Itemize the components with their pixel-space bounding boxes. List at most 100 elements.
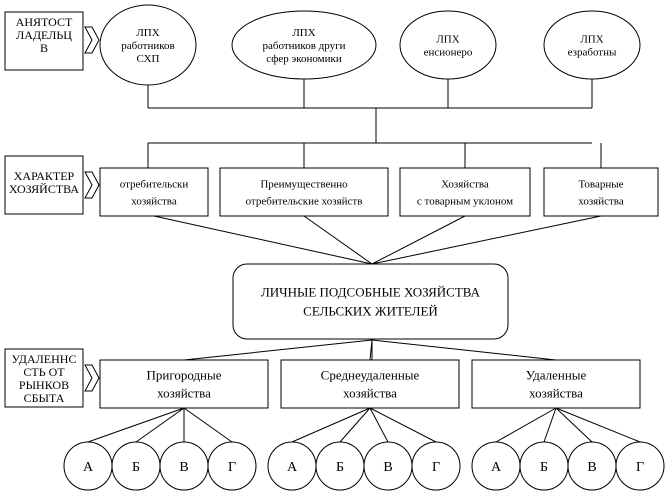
farm-type-node-1 — [219, 167, 389, 217]
leaf-letter: Г — [228, 460, 236, 475]
center-to-distance-line — [371, 339, 557, 361]
side-label-line: АНЯТОСТ — [16, 15, 73, 29]
leaf-letter: Б — [336, 460, 344, 475]
distance-label-2: Удаленные хозяйства — [526, 368, 587, 401]
node-label-line: ЛИЧНЫЕ ПОДСОБНЫЕ ХОЗЯЙСТВА — [261, 285, 481, 300]
leaf-letter: В — [587, 460, 596, 475]
node-label-line: хозяйства — [157, 386, 211, 401]
leaf-letter: Г — [636, 460, 644, 475]
type-to-center-line — [371, 215, 466, 265]
leaf-node — [615, 441, 665, 491]
node-label-line: отребительские хозяйств — [246, 195, 363, 207]
distance-node-1 — [280, 359, 460, 409]
farm-type-label-2: Хозяйства с товарным уклоном — [417, 178, 513, 207]
owner-node-3 — [543, 10, 641, 80]
chevron-right-icon — [84, 171, 100, 199]
leaf-node — [207, 441, 257, 491]
node-label-line: Хозяйства — [441, 178, 489, 190]
distance-node-0 — [99, 359, 269, 409]
leaf-letter: А — [287, 460, 298, 475]
diagram-nodes: АНЯТОСТЛАДЕЛЬЦВХАРАКТЕРХОЗЯЙСТВАУДАЛЕННС… — [4, 4, 665, 491]
central-node — [232, 263, 509, 340]
center-to-distance-line — [369, 339, 373, 361]
node-label-line: отребительски — [120, 178, 189, 190]
farm-type-label-0: отребительски хозяйства — [120, 178, 189, 207]
distance-to-leaf-line — [339, 407, 371, 443]
node-label-line: сфер экономики — [266, 53, 342, 65]
connector-lines — [87, 79, 641, 443]
distance-to-leaf-line — [555, 407, 593, 443]
distance-to-leaf-line — [369, 407, 437, 443]
side-label-line: РЫНКОВ — [19, 378, 69, 392]
node-label-line: хозяйства — [343, 386, 397, 401]
leaf-letter: А — [491, 460, 502, 475]
node-label-line: СХП — [137, 53, 160, 65]
distance-to-leaf-line — [183, 407, 233, 443]
leaf-letter: Б — [540, 460, 548, 475]
node-label-line: работников — [121, 40, 174, 52]
chevron-right-icon — [84, 364, 100, 392]
node-label-line: СЕЛЬСКИХ ЖИТЕЛЕЙ — [303, 304, 438, 319]
node-label-line: ЛПХ — [136, 27, 159, 39]
center-to-distance-line — [183, 339, 373, 361]
distance-node-2 — [471, 359, 641, 409]
node-label-line: хозяйства — [529, 386, 583, 401]
distance-to-leaf-line — [87, 407, 185, 443]
node-label-line: с товарным уклоном — [417, 195, 513, 207]
node-label-line: Среднеудаленные — [321, 368, 420, 383]
leaf-letter: Б — [132, 460, 140, 475]
node-label-line: работников други — [263, 40, 346, 52]
distance-to-leaf-line — [495, 407, 557, 443]
side-label-line: ЛАДЕЛЬЦ — [16, 28, 72, 42]
type-to-center-line — [371, 215, 602, 265]
distance-to-leaf-line — [543, 407, 557, 443]
distance-label-1: Среднеудаленные хозяйства — [321, 368, 420, 401]
type-to-center-line — [153, 215, 373, 265]
farm-type-node-0 — [99, 167, 209, 217]
leaf-node — [411, 441, 461, 491]
node-label-line: ЛПХ — [580, 33, 603, 45]
node-label-line: ЛПХ — [436, 33, 459, 45]
leaf-letter: В — [383, 460, 392, 475]
leaf-letter: В — [179, 460, 188, 475]
central-label: ЛИЧНЫЕ ПОДСОБНЫЕ ХОЗЯЙСТВА СЕЛЬСКИХ ЖИТЕЛ… — [261, 285, 481, 319]
side-label-line: ХОЗЯЙСТВА — [9, 182, 80, 196]
leaf-letter: А — [83, 460, 94, 475]
leaf-letter: Г — [432, 460, 440, 475]
side-label-line: УДАЛЕННС — [12, 352, 77, 366]
node-label-line: Пригородные — [146, 368, 221, 383]
distance-to-leaf-line — [369, 407, 389, 443]
node-label-line: Товарные — [579, 178, 624, 190]
distance-label-0: Пригородные хозяйства — [146, 368, 221, 401]
side-label-line: ХАРАКТЕР — [14, 169, 75, 183]
side-label-box — [4, 155, 84, 215]
node-label-line: хозяйства — [131, 195, 177, 207]
side-label-box — [4, 11, 84, 71]
node-label-line: ЛПХ — [292, 27, 315, 39]
side-label-line: СТЬ ОТ — [23, 365, 65, 379]
owner-node-0 — [99, 4, 197, 86]
farm-type-label-1: Преимущественно отребительские хозяйств — [246, 178, 363, 207]
farm-type-node-3 — [543, 167, 659, 217]
side-label-box — [4, 348, 84, 408]
owner-node-1 — [231, 10, 377, 80]
side-label-line: СБЫТА — [24, 391, 65, 405]
node-label-line: езработны — [568, 46, 617, 58]
node-label-line: Удаленные — [526, 368, 587, 383]
distance-to-leaf-line — [555, 407, 641, 443]
node-label-line: Преимущественно — [260, 178, 348, 190]
chevron-right-icon — [84, 26, 100, 54]
owner-node-2 — [399, 10, 497, 80]
node-label-line: енсионеро — [424, 46, 473, 58]
side-label-line: В — [40, 41, 48, 55]
farm-type-node-2 — [399, 167, 531, 217]
